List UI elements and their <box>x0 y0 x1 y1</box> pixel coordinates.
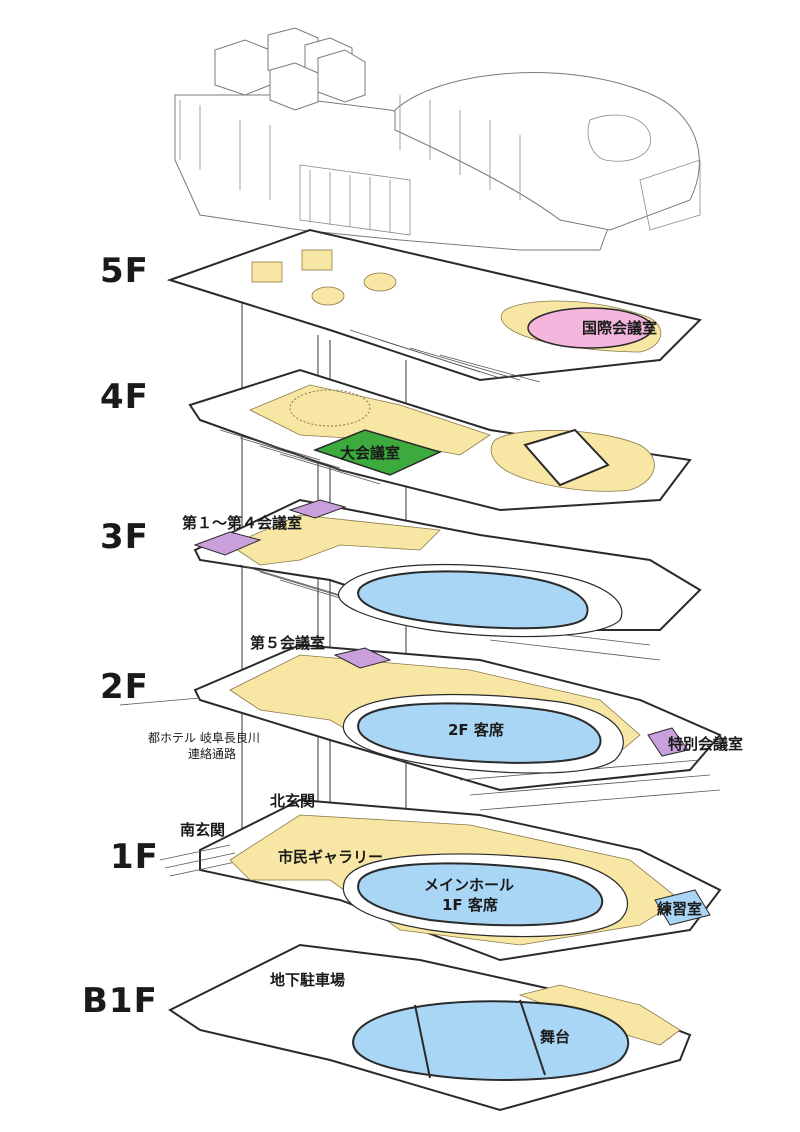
floor-label-2f: 2F <box>100 667 149 707</box>
label-international-conference: 国際会議室 <box>582 319 657 337</box>
floor-b1f <box>168 943 692 1112</box>
floor-5f <box>166 228 702 383</box>
label-main-hall: メインホール <box>424 876 514 894</box>
label-hotel-link-2: 連絡通路 <box>188 746 236 761</box>
floor-4f <box>188 368 692 512</box>
label-south-entrance: 南玄関 <box>180 821 225 839</box>
floor-label-1f: 1F <box>110 837 159 877</box>
large-conference-room <box>312 429 443 476</box>
meeting-room-1-4 <box>193 531 262 556</box>
floor-3f <box>193 498 702 661</box>
building-exterior-illustration <box>174 27 701 251</box>
label-2f-seats: 2F 客席 <box>448 721 504 739</box>
floor-label-b1f: B1F <box>82 981 158 1021</box>
label-conference-1-4: 第１〜第４会議室 <box>182 514 302 532</box>
label-underground-parking: 地下駐車場 <box>270 971 345 989</box>
label-conference-5: 第５会議室 <box>250 634 325 652</box>
label-special-conference: 特別会議室 <box>668 735 743 753</box>
label-stage: 舞台 <box>540 1028 570 1046</box>
label-practice-room: 練習室 <box>657 900 702 918</box>
floor-label-3f: 3F <box>100 517 149 557</box>
floor-label-5f: 5F <box>100 251 149 291</box>
international-conference-room <box>527 307 653 349</box>
floor-2f <box>119 643 722 811</box>
label-large-conference: 大会議室 <box>340 444 400 462</box>
label-hotel-link-1: 都ホテル 岐阜長良川 <box>148 730 260 745</box>
room-labels: 国際会議室 大会議室 第１〜第４会議室 第５会議室 2F 客席 特別会議室 都ホ… <box>148 319 743 1046</box>
special-conference-room <box>647 727 689 757</box>
label-citizen-gallery: 市民ギャラリー <box>278 848 383 866</box>
floor-label-4f: 4F <box>100 377 149 417</box>
floor-labels: 5F 4F 3F 2F 1F B1F <box>82 251 159 1021</box>
floor-1f <box>159 798 722 962</box>
practice-room <box>654 889 711 926</box>
label-1f-seats: 1F 客席 <box>442 896 498 914</box>
label-north-entrance: 北玄関 <box>270 792 315 810</box>
meeting-room-5 <box>333 647 392 669</box>
